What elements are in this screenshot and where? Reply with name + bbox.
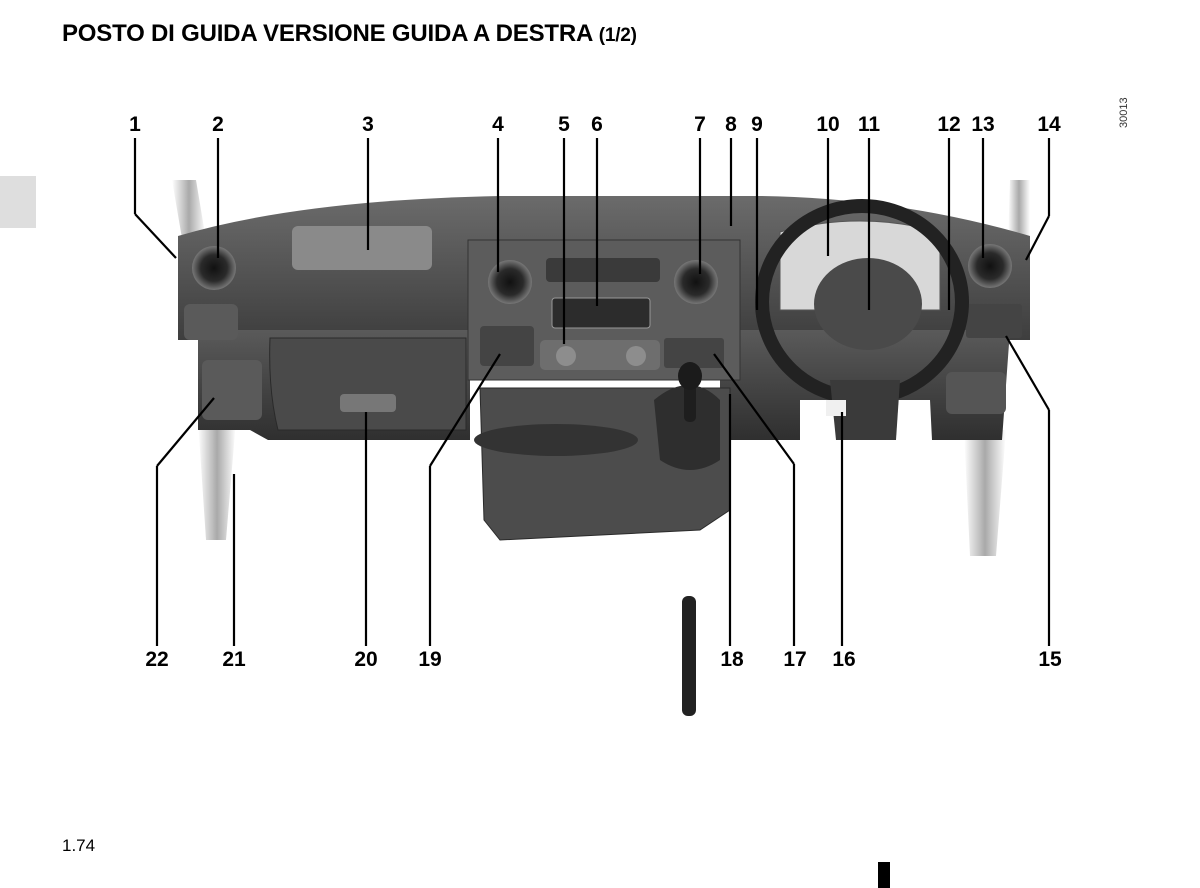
callout-leader-lines-top <box>133 138 1051 344</box>
vent-right-outer <box>968 244 1012 288</box>
callout-13: 13 <box>971 113 994 136</box>
callout-19: 19 <box>418 648 441 671</box>
dashboard-shelf <box>292 226 432 270</box>
vent-left-outer <box>192 246 236 290</box>
callout-5: 5 <box>558 113 570 136</box>
callout-15: 15 <box>1038 648 1062 671</box>
steering-column <box>830 380 900 440</box>
callout-4: 4 <box>492 113 504 136</box>
callout-8: 8 <box>725 113 737 136</box>
title-text: POSTO DI GUIDA VERSIONE GUIDA A DESTRA <box>62 20 593 47</box>
callout-2: 2 <box>212 113 224 136</box>
callouts-top: 1 2 3 4 5 6 7 8 9 10 11 12 13 14 <box>129 113 1061 136</box>
callouts-bottom: 22 21 20 19 18 17 16 15 <box>145 648 1062 671</box>
heating-knob-left <box>556 346 576 366</box>
left-lower-switch <box>184 304 238 340</box>
right-lower-panel <box>964 430 1006 556</box>
glovebox-handle <box>340 394 396 412</box>
glovebox <box>269 337 467 431</box>
title-page-indicator: (1/2) <box>598 25 637 46</box>
left-lower-storage <box>202 360 262 420</box>
radio-unit <box>551 297 651 329</box>
callout-17: 17 <box>783 648 806 671</box>
switch-bank-center <box>664 338 724 368</box>
gear-knob <box>678 362 702 390</box>
callout-7: 7 <box>694 113 706 136</box>
callout-20: 20 <box>354 648 377 671</box>
radio-display <box>546 258 660 282</box>
callout-12: 12 <box>937 113 960 136</box>
page-title: POSTO DI GUIDA VERSIONE GUIDA A DESTRA (… <box>62 20 637 48</box>
cup-holders <box>474 424 638 456</box>
callout-6: 6 <box>591 113 603 136</box>
callout-14: 14 <box>1037 113 1061 136</box>
vent-left-center <box>488 260 532 304</box>
vent-right-center <box>674 260 718 304</box>
callout-leader-lines-bottom <box>155 335 1051 646</box>
callout-9: 9 <box>751 113 763 136</box>
heating-knob-right <box>626 346 646 366</box>
switch-bank-right <box>966 304 1022 338</box>
page-edge-marker <box>878 862 890 888</box>
callout-1: 1 <box>129 113 141 136</box>
callout-21: 21 <box>222 648 246 671</box>
center-storage <box>480 326 534 366</box>
callout-3: 3 <box>362 113 374 136</box>
gear-boot <box>654 385 720 470</box>
callout-18: 18 <box>720 648 744 671</box>
page-number: 1.74 <box>62 836 96 855</box>
callout-10: 10 <box>816 113 839 136</box>
right-lower-storage <box>946 372 1006 414</box>
handbrake-lever <box>682 596 696 716</box>
callout-16: 16 <box>832 648 855 671</box>
callout-11: 11 <box>858 113 881 136</box>
section-tab-marker <box>0 176 36 228</box>
left-lower-panel <box>198 420 236 540</box>
callout-22: 22 <box>145 648 168 671</box>
